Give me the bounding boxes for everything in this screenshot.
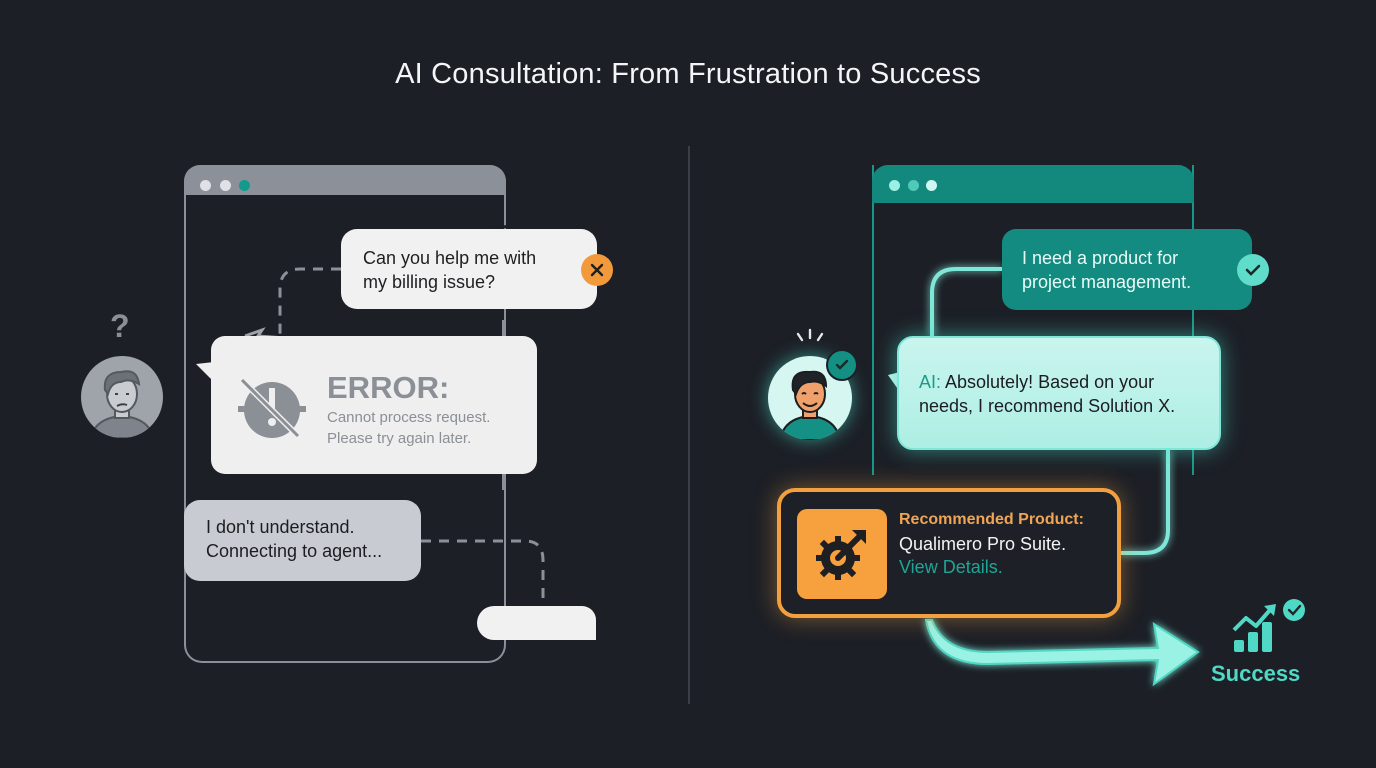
right-chat-window <box>872 165 1194 475</box>
check-icon <box>1237 254 1269 286</box>
message-text: Connecting to agent... <box>206 541 383 561</box>
success-label: Success <box>1211 661 1301 686</box>
check-icon <box>826 349 858 381</box>
center-divider <box>688 146 690 704</box>
x-icon <box>581 254 613 286</box>
message-text: Can you help me with <box>363 248 537 268</box>
user-request-bubble: I need a product for project management. <box>1002 229 1252 310</box>
happy-sparkle-icon <box>796 328 824 342</box>
user-question-bubble: Can you help me with my billing issue? <box>341 229 597 309</box>
message-text: I need a product for <box>1022 248 1179 268</box>
product-name: Qualimero Pro Suite. <box>899 534 1067 554</box>
empty-input-bubble[interactable] <box>477 606 596 640</box>
bot-reply-bubble: I don't understand. Connecting to agent.… <box>184 500 421 581</box>
window-dot <box>239 180 250 191</box>
message-text-part: Absolutely! Based on your <box>941 372 1155 392</box>
message-text: needs, I recommend Solution X. <box>919 396 1176 416</box>
message-text: my billing issue? <box>363 272 496 292</box>
error-line: Please try again later. <box>327 430 472 447</box>
gear-arrow-icon <box>797 509 887 599</box>
message-text: I don't understand. <box>206 517 355 537</box>
window-dot <box>889 180 900 191</box>
error-title: ERROR: <box>327 370 450 405</box>
error-line: Cannot process request. <box>327 409 491 426</box>
window-dot <box>220 180 231 191</box>
growth-chart-icon <box>1232 599 1305 652</box>
ai-reply-bubble: AI: Absolutely! Based on your needs, I r… <box>897 336 1221 450</box>
ai-prefix: AI: <box>919 372 942 392</box>
view-details-link[interactable]: View Details. <box>899 557 1003 577</box>
message-text: project management. <box>1022 272 1192 292</box>
message-text: AI: Absolutely! Based on your <box>919 370 1199 394</box>
confused-user-avatar <box>81 356 163 438</box>
product-label: Recommended Product: <box>899 511 1084 528</box>
error-message: Cannot process request. Please try again… <box>327 407 490 449</box>
window-dot <box>200 180 211 191</box>
happy-user-avatar <box>768 356 852 440</box>
right-window-titlebar <box>872 165 1194 203</box>
left-window-titlebar <box>184 165 506 195</box>
window-dot <box>908 180 919 191</box>
question-mark-icon: ? <box>110 308 130 344</box>
disconnected-error-icon <box>238 378 306 441</box>
window-dot <box>926 180 937 191</box>
success-flow-lines <box>888 267 1200 687</box>
page-title: AI Consultation: From Frustration to Suc… <box>395 58 981 90</box>
